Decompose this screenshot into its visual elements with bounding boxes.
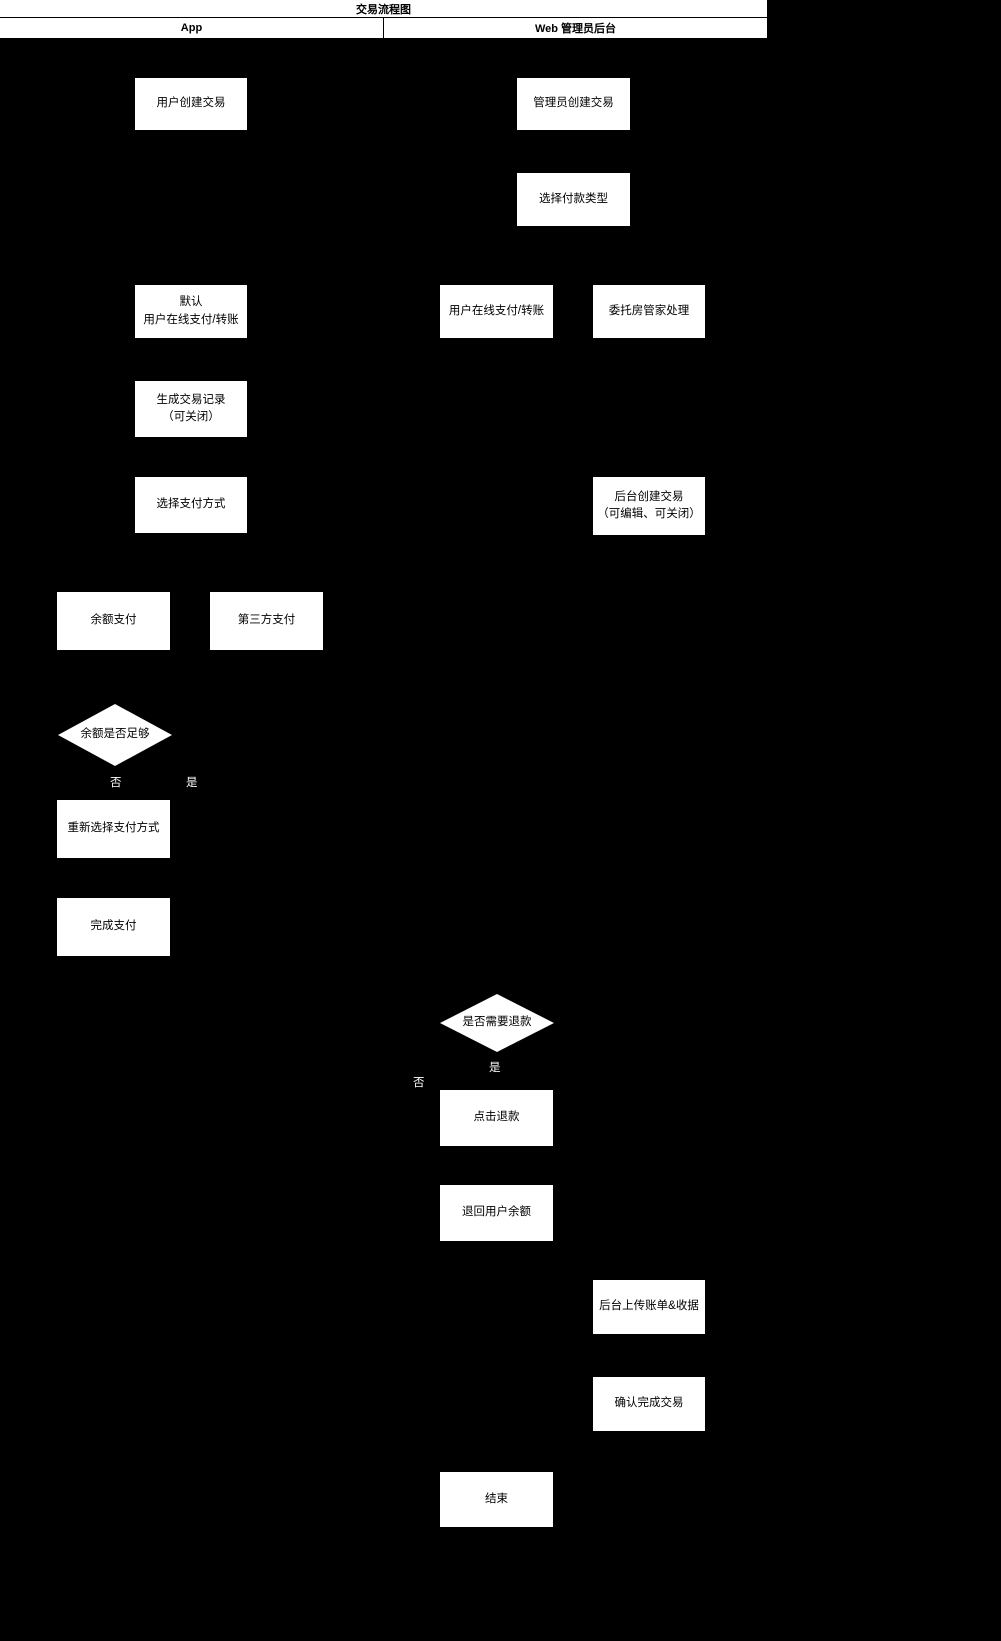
edge-label-refund-yes: 是 [489, 1062, 501, 1074]
lane-header-web-admin: Web 管理员后台 [384, 18, 767, 38]
node-user-create-transaction: 用户创建交易 [135, 78, 247, 130]
node-end: 结束 [440, 1472, 553, 1527]
edge-label-balance-no: 否 [110, 777, 122, 789]
node-entrust-housekeeper: 委托房管家处理 [593, 285, 705, 338]
node-reselect-payment-method: 重新选择支付方式 [57, 800, 170, 858]
node-default-online-pay: 默认 用户在线支付/转账 [135, 285, 247, 338]
lane-header-app: App [0, 18, 383, 38]
decision-need-refund: 是否需要退款 [440, 994, 554, 1052]
node-upload-bill-receipt: 后台上传账单&收据 [593, 1280, 705, 1334]
node-return-user-balance: 退回用户余额 [440, 1185, 553, 1241]
edge-label-refund-no: 否 [413, 1077, 425, 1089]
node-complete-payment: 完成支付 [57, 898, 170, 956]
node-click-refund: 点击退款 [440, 1090, 553, 1146]
node-backend-create-transaction: 后台创建交易 （可编辑、可关闭） [593, 477, 705, 535]
node-confirm-complete-transaction: 确认完成交易 [593, 1377, 705, 1431]
diagram-title: 交易流程图 [0, 0, 767, 17]
node-select-payment-method: 选择支付方式 [135, 477, 247, 533]
node-generate-transaction-record: 生成交易记录 （可关闭） [135, 381, 247, 437]
edge-label-balance-yes: 是 [186, 777, 198, 789]
node-select-payment-type: 选择付款类型 [517, 173, 630, 226]
node-balance-payment: 余额支付 [57, 592, 170, 650]
node-third-party-payment: 第三方支付 [210, 592, 323, 650]
decision-balance-sufficient: 余额是否足够 [58, 704, 172, 766]
node-user-online-pay-transfer: 用户在线支付/转账 [440, 285, 553, 338]
node-admin-create-transaction: 管理员创建交易 [517, 78, 630, 130]
